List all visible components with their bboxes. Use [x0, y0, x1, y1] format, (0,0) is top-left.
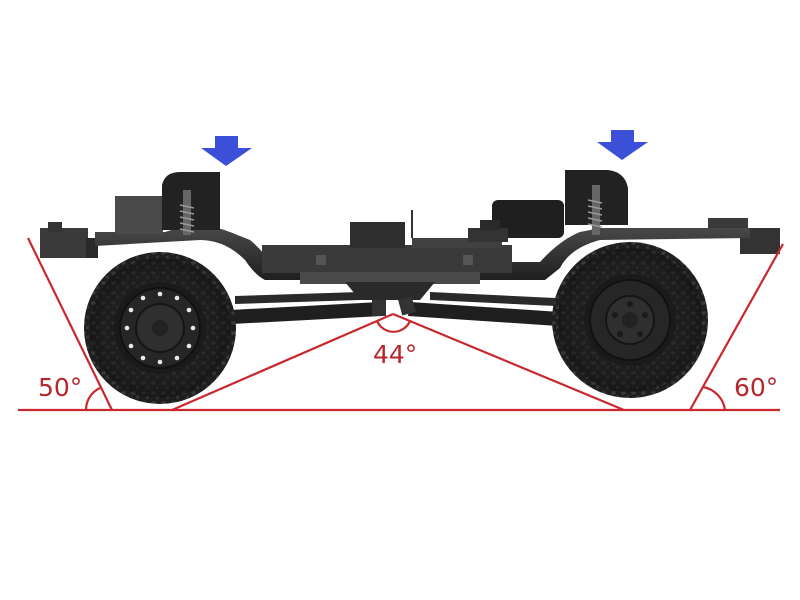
motor — [468, 200, 564, 242]
breakover-arc — [375, 320, 412, 333]
driveshafts — [230, 292, 560, 326]
ladder-frame — [95, 226, 750, 280]
front-wheel — [84, 252, 236, 404]
skid-plate — [345, 282, 435, 300]
departure-line — [689, 243, 784, 411]
front-shock-tower — [162, 172, 220, 235]
departure-arc — [702, 385, 727, 411]
approach-arc — [84, 387, 101, 411]
down-arrow-icon — [201, 136, 252, 166]
front-bumper — [40, 222, 98, 258]
departure-angle-label: 60° — [734, 373, 778, 402]
angle-annotations — [18, 237, 784, 412]
breakover-angle-label: 44° — [373, 340, 417, 369]
down-arrow-icon — [597, 130, 648, 160]
front-box — [115, 196, 163, 234]
breakover-line-left — [171, 312, 394, 412]
rear-shock-tower — [565, 170, 628, 235]
rear-wheel — [552, 242, 708, 398]
chassis — [40, 170, 780, 404]
breakover-line-right — [392, 312, 625, 412]
battery-tray — [262, 210, 512, 284]
approach-line — [27, 237, 113, 411]
approach-angle-label: 50° — [38, 373, 82, 402]
